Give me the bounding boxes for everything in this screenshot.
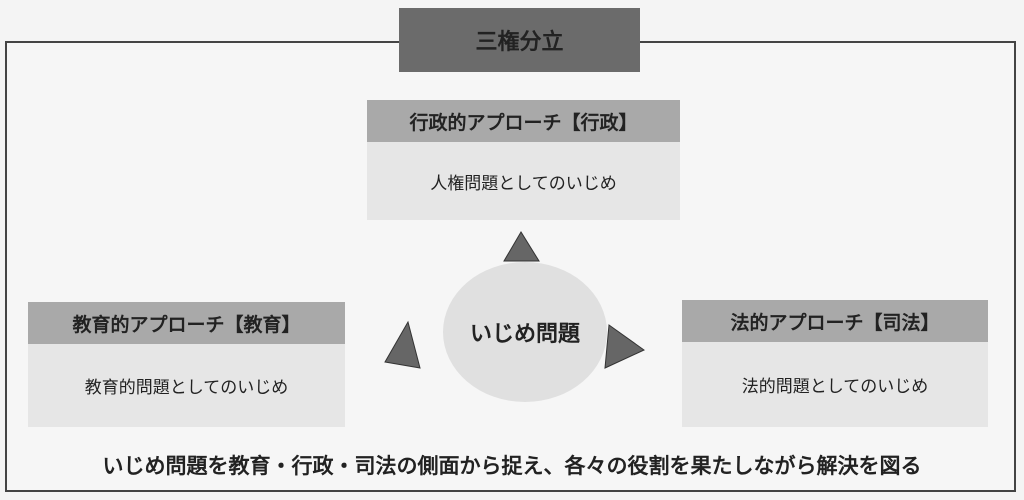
box-body: 教育的問題としてのいじめ bbox=[28, 344, 345, 427]
administrative-approach-box: 行政的アプローチ【行政】 人権問題としてのいじめ bbox=[367, 100, 680, 220]
box-body: 人権問題としてのいじめ bbox=[367, 142, 680, 220]
diagram-title: 三権分立 bbox=[399, 8, 640, 72]
educational-approach-box: 教育的アプローチ【教育】 教育的問題としてのいじめ bbox=[28, 302, 345, 427]
triangle-right-icon bbox=[604, 324, 645, 369]
box-header: 行政的アプローチ【行政】 bbox=[367, 100, 680, 142]
box-body: 法的問題としてのいじめ bbox=[682, 342, 988, 427]
box-header: 法的アプローチ【司法】 bbox=[682, 300, 988, 342]
triangle-up-icon bbox=[503, 231, 540, 262]
legal-approach-box: 法的アプローチ【司法】 法的問題としてのいじめ bbox=[682, 300, 988, 427]
summary-text: いじめ問題を教育・行政・司法の側面から捉え、各々の役割を果たしながら解決を図る bbox=[102, 455, 922, 478]
triangle-left-icon bbox=[384, 320, 421, 369]
box-header: 教育的アプローチ【教育】 bbox=[28, 302, 345, 344]
center-circle: いじめ問題 bbox=[443, 262, 607, 402]
